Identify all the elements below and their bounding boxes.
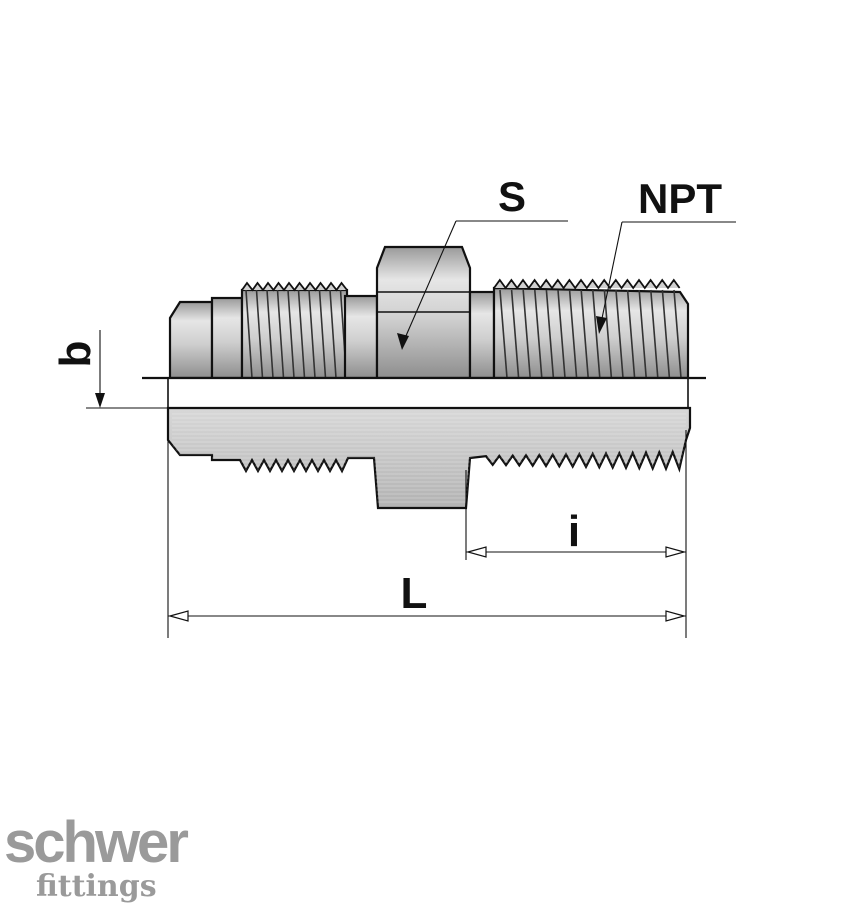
npt-thread-line [615,289,624,379]
flare-thread-line [266,289,274,379]
wrench-size-label: S [498,173,526,220]
npt-thread-line [638,289,647,379]
flare-shoulder [210,296,244,380]
overall-length-dimension [167,430,687,638]
flare-threads [241,281,348,379]
flare-thread-line [276,289,285,379]
section-body [166,406,692,510]
flare-thread-line [245,289,253,379]
npt-leader [596,221,736,334]
npt-thread-line [626,289,636,379]
npt-thread-line [522,289,531,379]
bore-label: b [51,341,100,368]
npt-thread-line [592,289,601,379]
npt-thread-crests [493,278,681,290]
flare-thread-line [308,289,316,379]
npt-thread-line [580,289,589,379]
npt-thread-line [534,289,543,379]
npt-thread-line [545,289,555,379]
npt-thread-line [499,289,508,379]
npt-thread-line [673,289,682,379]
npt-thread-line [661,289,671,379]
thread-length-label: i [568,507,580,556]
flare-thread-line [287,289,295,379]
npt-thread-line [650,289,659,379]
flare-thread-crests [241,281,348,292]
logo-wordmark: schwer [4,810,188,875]
npt-thread-line [568,289,578,379]
thread-length-dimension [465,430,687,638]
flare-nose [168,300,214,380]
npt-thread-line [510,289,520,379]
fitting-section-view [166,406,692,510]
flare-thread-line [329,289,337,379]
npt-thread-body [492,286,690,380]
bore-dimension [86,330,168,409]
flare-thread-line [297,289,306,379]
npt-threads [493,278,682,379]
neck-right [468,290,496,380]
thread-type-label: NPT [638,175,722,222]
schwer-logo: schwer fittings [4,810,191,904]
s-leader [397,220,568,350]
b-arrow [95,393,105,408]
neck-left [343,294,379,380]
flare-thread-line [255,289,264,379]
npt-thread-line [603,289,613,379]
npt-thread-line [557,289,566,379]
flare-thread-line [318,289,327,379]
fitting-exterior-view [168,245,690,380]
bore-gap [168,378,690,408]
npt-arrow [596,316,607,334]
logo-subtitle: fittings [36,869,157,904]
s-arrow [397,333,409,350]
overall-length-label: L [401,569,428,618]
